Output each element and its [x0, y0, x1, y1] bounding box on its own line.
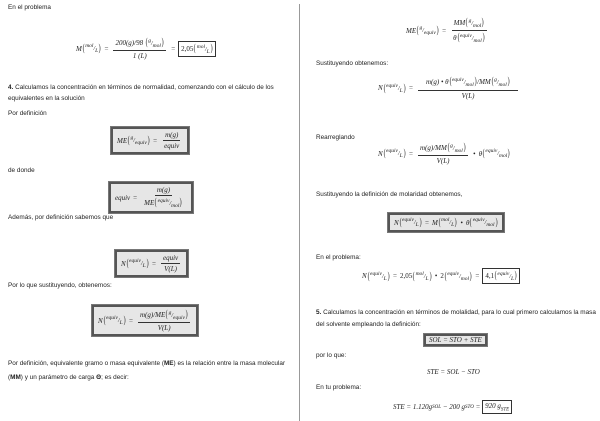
- text-sustituyendo-molaridad: Sustituyendo la definición de molaridad …: [316, 191, 463, 198]
- text-rearreglando: Rearreglando: [316, 134, 355, 141]
- text-step-4-cont: equivalentes en la solución: [8, 95, 85, 102]
- text-step-5-cont: del solvente empleando la definición:: [316, 321, 421, 328]
- column-divider: [299, 4, 300, 421]
- equation-normality-result: N(equiv/L)= 2,05(mol/L)• 2(equiv/mol)= 4…: [362, 268, 521, 284]
- equation-normality-substituted: N(equiv/L)= m(g)/ME(g/equiv)V(L): [90, 304, 200, 337]
- equation-me-definition: ME(g/equiv)= m(g)equiv: [109, 126, 191, 155]
- text-me-definition: Por definición, equivalente gramo o masa…: [8, 360, 286, 367]
- equation-ste-definition: STE = SOL − STO: [427, 368, 480, 376]
- text-ademas: Además, por definición sabemos que: [8, 214, 114, 221]
- text-step-5: 5. Calculamos la concentración en términ…: [316, 309, 596, 316]
- equation-normality-rearranged: N(equiv/L)= m(g)/MM(g/mol)V(L) •θ(equiv/…: [378, 142, 510, 165]
- result-box-molarity: 2,05(mol/L): [178, 40, 217, 57]
- text-en-el-problema: En el problema: [8, 4, 51, 11]
- text-step-4: 4. Calculamos la concentración en términ…: [8, 84, 274, 91]
- text-sustituyendo: Sustituyendo obtenemos:: [316, 60, 389, 67]
- text-por-lo-que-2: por lo que:: [316, 352, 347, 359]
- text-por-definicion: Por definición: [8, 110, 47, 117]
- equation-molarity: M(mol/L) = 200(g)/98 (g/mol)1 (L) = 2,05…: [76, 37, 217, 60]
- equation-equiv: equiv= m(g)ME(equiv/mol): [108, 181, 194, 214]
- equation-normality-molarity: N(equiv/L)= M(mol/L)• θ(equiv/mol): [387, 212, 505, 233]
- text-de-donde: de donde: [8, 167, 35, 174]
- result-box-normality: 4,1(equiv/L): [482, 268, 521, 284]
- text-en-tu-problema: En tu problema:: [316, 384, 362, 391]
- equation-sol-definition: SOL = STO + STE: [423, 333, 488, 347]
- result-box-ste: 920 gSTE: [482, 400, 513, 415]
- text-me-definition-cont: (MM) y un parámetro de carga Θ; es decir…: [8, 374, 129, 381]
- text-en-el-problema-2: En el problema:: [316, 254, 361, 261]
- text-por-lo-que: Por lo que sustituyendo, obtenemos:: [8, 282, 112, 289]
- equation-me-mm: ME(g/equiv)= MM(g/mol)θ(equiv/mol): [406, 17, 489, 44]
- equation-normality-expanded: N(equiv/L)= m(g) • θ(equiv/mol)/MM(g/mol…: [378, 76, 520, 100]
